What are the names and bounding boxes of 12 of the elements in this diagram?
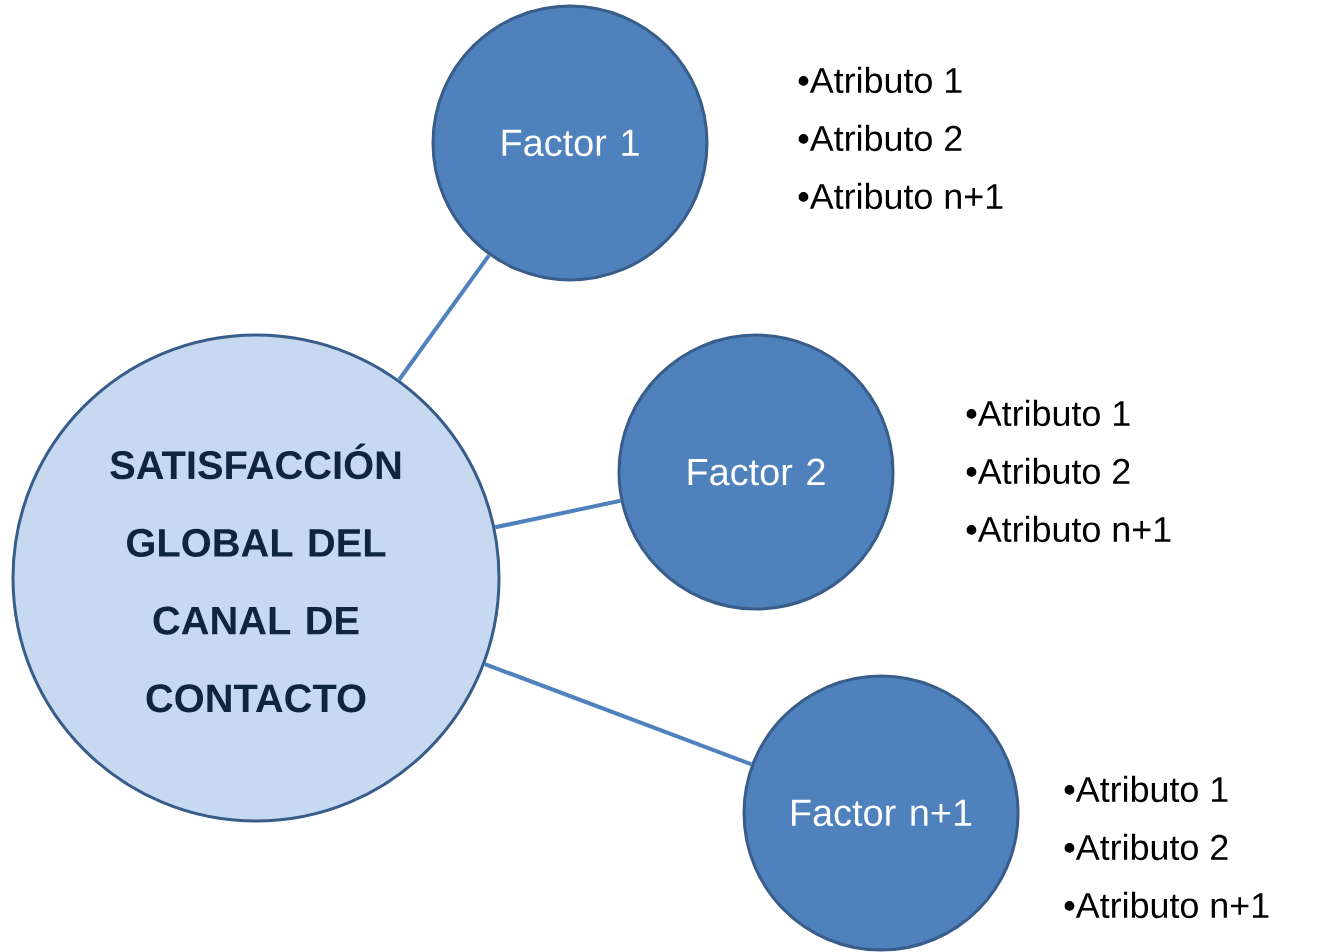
attribute-text: •Atributo n+1	[966, 515, 1171, 543]
connector-line	[484, 662, 753, 767]
attribute-text: •Atributo 2	[798, 124, 962, 152]
attribute-text: •Atributo 1	[966, 399, 1130, 427]
attribute-text: •Atributo n+1	[798, 182, 1003, 210]
connector-line	[397, 254, 491, 381]
connector-line	[494, 498, 621, 530]
attribute-text: •Atributo 1	[798, 66, 962, 94]
attribute-text: •Atributo 2	[1064, 833, 1228, 861]
attribute-text: •Atributo n+1	[1064, 891, 1269, 919]
attribute-text: •Atributo 1	[1064, 775, 1228, 803]
attribute-text: •Atributo 2	[966, 457, 1130, 485]
